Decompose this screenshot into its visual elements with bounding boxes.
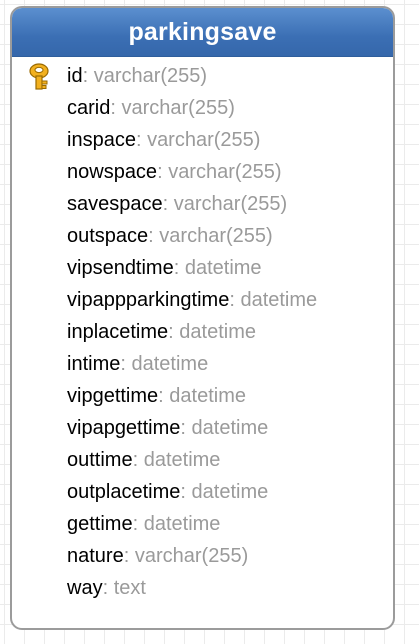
column-separator: : xyxy=(82,65,89,87)
column-name: gettime xyxy=(67,513,133,535)
column-separator: : xyxy=(180,417,186,439)
column-type: datetime xyxy=(169,385,246,407)
column-row-vipappparkingtime[interactable]: vipappparkingtime: datetime xyxy=(12,284,393,316)
column-name: way xyxy=(67,577,103,599)
column-row-outtime[interactable]: outtime: datetime xyxy=(12,444,393,476)
column-row-nature[interactable]: nature: varchar(255) xyxy=(12,540,393,572)
column-row-nowspace[interactable]: nowspace: varchar(255) xyxy=(12,156,393,188)
column-type: text xyxy=(113,577,146,599)
column-name: outspace xyxy=(67,225,149,247)
column-row-savespace[interactable]: savespace: varchar(255) xyxy=(12,188,393,220)
column-row-id[interactable]: id: varchar(255) xyxy=(12,60,393,92)
column-row-way[interactable]: way: text xyxy=(12,572,393,604)
column-list: id: varchar(255) carid: varchar(255) ins… xyxy=(12,57,393,604)
table-title: parkingsave xyxy=(128,17,277,46)
column-name: vipgettime xyxy=(67,385,159,407)
column-type: datetime xyxy=(143,513,221,535)
column-name: nowspace xyxy=(67,161,158,183)
column-name: carid xyxy=(67,97,111,119)
column-name: savespace xyxy=(67,193,163,215)
column-separator: : xyxy=(110,97,116,119)
table-entity[interactable]: parkingsave id: varchar(255) carid: varc… xyxy=(10,6,395,630)
column-type: varchar(255) xyxy=(168,161,282,183)
column-type: datetime xyxy=(131,353,209,375)
column-separator: : xyxy=(148,225,154,247)
column-row-inplacetime[interactable]: inplacetime: datetime xyxy=(12,316,393,348)
column-name: vipapgettime xyxy=(67,417,181,439)
column-separator: : xyxy=(132,449,139,471)
column-separator: : xyxy=(102,577,109,599)
column-separator: : xyxy=(229,289,235,311)
column-row-gettime[interactable]: gettime: datetime xyxy=(12,508,393,540)
column-row-outplacetime[interactable]: outplacetime: datetime xyxy=(12,476,393,508)
column-name: inplacetime xyxy=(67,321,169,343)
column-type: datetime xyxy=(179,321,257,343)
column-row-vipgettime[interactable]: vipgettime: datetime xyxy=(12,380,393,412)
column-type: varchar(255) xyxy=(159,225,273,247)
column-type: datetime xyxy=(143,449,221,471)
column-type: datetime xyxy=(191,417,269,439)
column-row-vipsendtime[interactable]: vipsendtime: datetime xyxy=(12,252,393,284)
column-row-intime[interactable]: intime: datetime xyxy=(12,348,393,380)
column-row-inspace[interactable]: inspace: varchar(255) xyxy=(12,124,393,156)
column-name: inspace xyxy=(67,129,136,151)
column-separator: : xyxy=(135,129,142,151)
column-name: outtime xyxy=(67,449,133,471)
column-separator: : xyxy=(158,385,164,407)
column-name: outplacetime xyxy=(67,481,181,503)
column-type: datetime xyxy=(184,257,262,279)
column-type: datetime xyxy=(240,289,318,311)
column-separator: : xyxy=(157,161,163,183)
table-header[interactable]: parkingsave xyxy=(12,8,393,57)
column-row-carid[interactable]: carid: varchar(255) xyxy=(12,92,393,124)
column-type: varchar(255) xyxy=(121,97,235,119)
column-separator: : xyxy=(173,257,180,279)
column-type: datetime xyxy=(191,481,269,503)
column-type: varchar(255) xyxy=(134,545,249,567)
column-separator: : xyxy=(168,321,174,343)
column-separator: : xyxy=(132,513,139,535)
column-type: varchar(255) xyxy=(93,65,208,87)
column-name: vipappparkingtime xyxy=(67,289,230,311)
column-type: varchar(255) xyxy=(147,129,261,151)
column-name: vipsendtime xyxy=(67,257,174,279)
column-row-outspace[interactable]: outspace: varchar(255) xyxy=(12,220,393,252)
column-name: nature xyxy=(67,545,124,567)
column-separator: : xyxy=(120,353,126,375)
column-row-vipapgettime[interactable]: vipapgettime: datetime xyxy=(12,412,393,444)
column-name: intime xyxy=(67,353,121,375)
column-type: varchar(255) xyxy=(173,193,288,215)
column-separator: : xyxy=(162,193,169,215)
column-separator: : xyxy=(123,545,130,567)
column-name: id xyxy=(67,65,83,87)
key-icon xyxy=(29,63,49,90)
column-separator: : xyxy=(180,481,186,503)
